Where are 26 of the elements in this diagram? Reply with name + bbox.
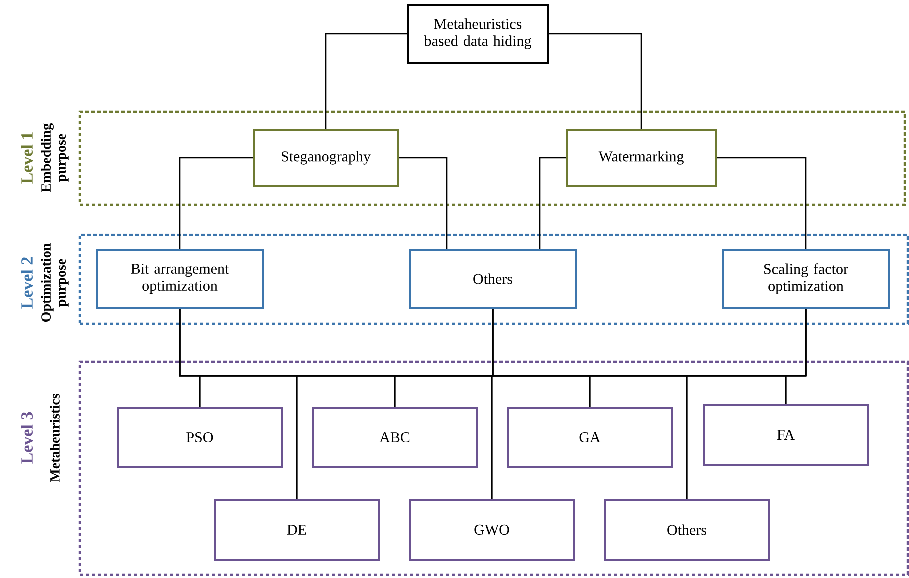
- level-label: Level 2: [21, 258, 33, 309]
- connector: [179, 157, 253, 249]
- process-box: DE: [214, 499, 380, 561]
- process-box: GA: [507, 407, 673, 468]
- level-label: Level 1: [21, 132, 33, 184]
- process-box: Others: [409, 249, 577, 309]
- connector: [539, 157, 566, 249]
- level-description: Embedding purpose: [41, 124, 69, 192]
- process-box: Watermarking: [566, 129, 718, 187]
- process-box: GWO: [409, 499, 575, 561]
- process-box: ABC: [312, 407, 478, 468]
- connector: [717, 157, 807, 249]
- process-box: FA: [703, 404, 870, 466]
- process-box: Metaheuristics based data hiding: [407, 4, 549, 64]
- connector: [325, 33, 407, 129]
- level-label: Level 3: [21, 412, 33, 464]
- process-box: Others: [604, 499, 770, 561]
- level-description: Metaheuristics: [50, 394, 60, 482]
- connector: [399, 157, 448, 249]
- process-box: Bit arrangement optimization: [96, 249, 264, 309]
- connector: [686, 309, 807, 499]
- process-box: PSO: [117, 407, 283, 468]
- level-description: Optimization purpose: [41, 244, 69, 322]
- connector: [549, 33, 642, 129]
- process-box: Steganography: [253, 129, 399, 187]
- process-box: Scaling factor optimization: [722, 249, 890, 309]
